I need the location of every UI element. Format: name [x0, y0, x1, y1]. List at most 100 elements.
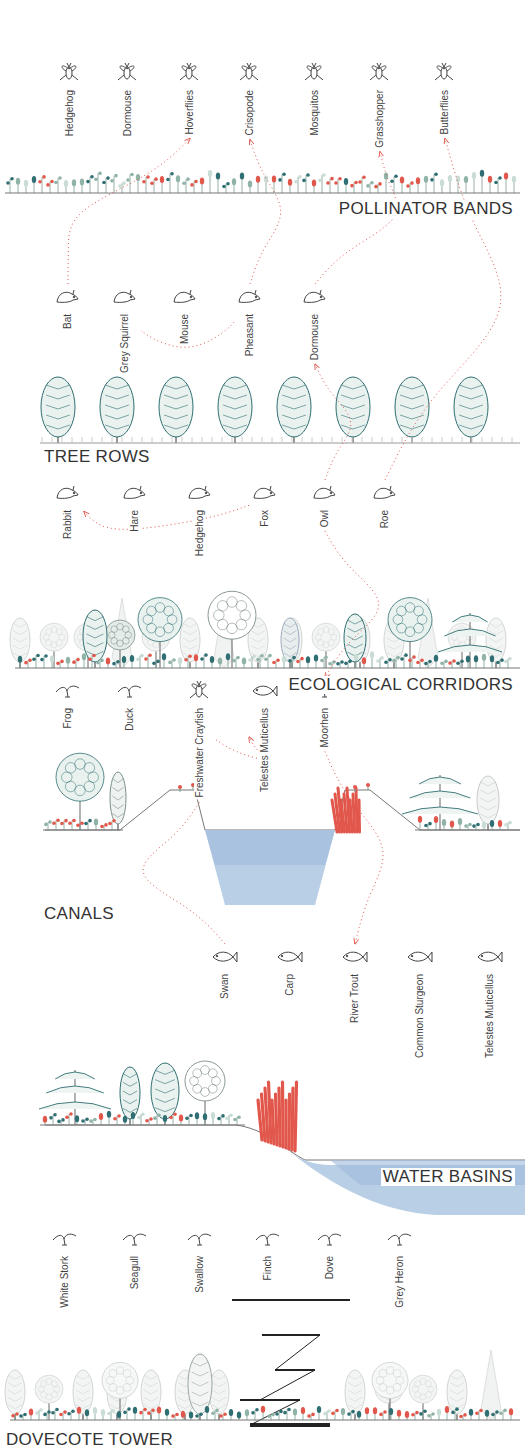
- species-name: Telestes Muticellus: [259, 706, 271, 794]
- species-name: Pheasant: [244, 312, 256, 358]
- species-node: Crisopode: [236, 62, 264, 138]
- species-icon: [114, 62, 142, 84]
- species-name: Hoverflies: [184, 88, 196, 136]
- species-name: Swan: [219, 972, 231, 1001]
- species-icon: [186, 482, 214, 504]
- section-heading: DOVECOTE TOWER: [4, 1431, 175, 1449]
- species-icon: [251, 482, 279, 504]
- section-heading: CANALS: [42, 905, 116, 923]
- section-heading: POLLINATOR BANDS: [337, 200, 515, 218]
- species-node: Seagull: [121, 1228, 149, 1291]
- species-name: Moorhen: [319, 706, 331, 749]
- basin-water-surface: [330, 1160, 525, 1185]
- species-icon: [186, 680, 214, 702]
- species-node: Dormouse: [114, 62, 142, 138]
- species-icon: [121, 482, 149, 504]
- species-node: Telestes Muticellus: [251, 680, 279, 794]
- species-icon: [311, 482, 339, 504]
- species-icon: [366, 62, 394, 84]
- species-icon: [171, 286, 199, 308]
- species-icon: [176, 62, 204, 84]
- food-web-arrow: [68, 138, 190, 284]
- species-icon: [301, 286, 329, 308]
- species-name: Frog: [62, 706, 74, 731]
- species-node: Bat: [54, 286, 82, 331]
- species-name: Common Sturgeon: [414, 972, 426, 1060]
- species-icon: [476, 946, 504, 968]
- species-node: Butterflies: [431, 62, 459, 136]
- species-node: Mouse: [171, 286, 199, 346]
- species-node: Pheasant: [236, 286, 264, 358]
- species-name: Fox: [259, 508, 271, 529]
- food-web-arrow: [84, 505, 249, 529]
- flower-band: [5, 170, 520, 193]
- species-node: Carp: [276, 946, 304, 998]
- species-icon: [54, 680, 82, 702]
- woodland: [5, 1350, 520, 1420]
- canal-water-surface: [205, 830, 335, 865]
- species-node: Hare: [121, 482, 149, 534]
- dovecote-tower: [232, 1300, 350, 1425]
- species-node: Roe: [371, 482, 399, 530]
- food-web-arrow: [216, 737, 264, 759]
- species-node: Owl: [311, 482, 339, 529]
- species-node: Swan: [211, 946, 239, 1001]
- species-name: Freshwater Crayfish: [194, 706, 206, 799]
- basin-water: [290, 1152, 525, 1215]
- basin-vegetation: [39, 1061, 297, 1151]
- species-name: Finch: [262, 1254, 274, 1282]
- species-icon: [236, 62, 264, 84]
- species-icon: [236, 286, 264, 308]
- species-name: Roe: [379, 508, 391, 530]
- species-name: Mouse: [179, 312, 191, 346]
- food-web-arrow: [250, 140, 281, 284]
- species-name: Grey Heron: [394, 1254, 406, 1310]
- species-icon: [116, 680, 144, 702]
- species-icon: [111, 286, 139, 308]
- species-icon: [431, 62, 459, 84]
- species-icon: [54, 286, 82, 308]
- section-heading: TREE ROWS: [42, 448, 152, 466]
- species-name: White Stork: [59, 1254, 71, 1310]
- species-name: Rabbit: [62, 508, 74, 541]
- species-name: Swallow: [194, 1254, 206, 1295]
- species-icon: [211, 946, 239, 968]
- species-icon: [406, 946, 434, 968]
- food-web-arrow: [143, 801, 225, 944]
- species-node: Dove: [316, 1228, 344, 1281]
- canal-bank: [120, 790, 420, 830]
- species-name: Owl: [319, 508, 331, 529]
- species-name: Hedgehog: [64, 88, 76, 138]
- species-icon: [316, 1228, 344, 1250]
- species-node: River Trout: [341, 946, 369, 1025]
- species-icon: [386, 1228, 414, 1250]
- species-name: Grasshopper: [374, 88, 386, 150]
- species-name: Bat: [62, 312, 74, 331]
- species-node: Dormouse: [301, 286, 329, 362]
- species-icon: [54, 482, 82, 504]
- species-name: Butterflies: [439, 88, 451, 136]
- woodland: [10, 591, 520, 668]
- species-name: Duck: [124, 706, 136, 733]
- section-heading: ECOLOGICAL CORRIDORS: [286, 676, 515, 694]
- species-name: Dormouse: [122, 88, 134, 138]
- species-name: Hedgehog: [194, 508, 206, 558]
- species-name: Mosquitos: [309, 88, 321, 138]
- species-node: Hoverflies: [176, 62, 204, 136]
- species-node: Telestes Muticellus: [476, 946, 504, 1060]
- species-icon: [254, 1228, 282, 1250]
- species-node: Fox: [251, 482, 279, 529]
- species-node: Grasshopper: [366, 62, 394, 150]
- species-icon: [371, 482, 399, 504]
- species-node: Hedgehog: [186, 482, 214, 558]
- species-icon: [276, 946, 304, 968]
- species-name: Dove: [324, 1254, 336, 1281]
- species-name: Crisopode: [244, 88, 256, 138]
- species-node: Hedgehog: [56, 62, 84, 138]
- tree-row: [40, 377, 520, 443]
- section-heading: WATER BASINS: [381, 1168, 515, 1186]
- species-icon: [251, 680, 279, 702]
- species-icon: [121, 1228, 149, 1250]
- canal-water: [205, 830, 335, 905]
- species-node: Grey Squirrel: [111, 286, 139, 375]
